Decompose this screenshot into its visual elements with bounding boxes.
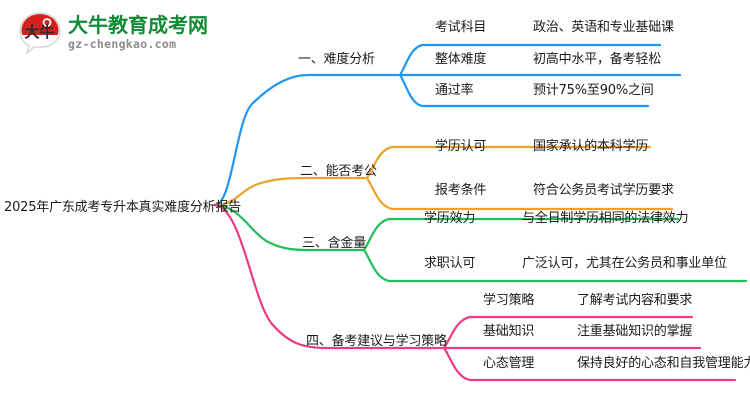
leaf-key-3-1[interactable]: 学历效力 xyxy=(424,211,476,226)
leaf-key-1-2[interactable]: 整体难度 xyxy=(435,52,487,67)
logo-brand-name: 大牛教育成考网 xyxy=(68,13,208,38)
logo-text-block: 大牛教育成考网 gz-chengkao.com xyxy=(68,15,208,51)
leaf-key-4-1[interactable]: 学习策略 xyxy=(483,293,535,308)
leaf-value-3-2[interactable]: 广泛认可，尤其在公务员和事业单位 xyxy=(522,256,727,271)
leaf-key-2-2[interactable]: 报考条件 xyxy=(435,183,487,198)
leaf-value-4-3[interactable]: 保持良好的心态和自我管理能力 xyxy=(577,356,750,371)
root-node-label[interactable]: 2025年广东成考专升本真实难度分析报告 xyxy=(4,200,242,215)
branch-label-3[interactable]: 三、含金量 xyxy=(302,236,367,251)
leaf-key-1-1[interactable]: 考试科目 xyxy=(435,20,487,35)
leaf-value-1-2[interactable]: 初高中水平，备考轻松 xyxy=(533,52,662,67)
site-logo: 大牛 大牛教育成考网 gz-chengkao.com xyxy=(18,8,208,58)
leaf-key-4-3[interactable]: 心态管理 xyxy=(483,356,535,371)
leaf-value-1-3[interactable]: 预计75%至90%之间 xyxy=(533,83,654,98)
daniu-bull-speech-bubble-logo-icon: 大牛 xyxy=(18,11,62,55)
leaf-key-4-2[interactable]: 基础知识 xyxy=(483,324,535,339)
branch-label-4[interactable]: 四、备考建议与学习策略 xyxy=(306,334,447,349)
branch-4-connectors xyxy=(213,203,737,382)
svg-text:大牛: 大牛 xyxy=(24,23,54,41)
branch-1-connectors xyxy=(213,43,682,207)
leaf-value-2-1[interactable]: 国家承认的本科学历 xyxy=(533,139,649,154)
leaf-key-1-3[interactable]: 通过率 xyxy=(435,83,474,98)
leaf-key-3-2[interactable]: 求职认可 xyxy=(424,256,476,271)
leaf-value-3-1[interactable]: 与全日制学历相同的法律效力 xyxy=(522,211,689,226)
leaf-value-4-2[interactable]: 注重基础知识的掌握 xyxy=(577,324,693,339)
leaf-value-2-2[interactable]: 符合公务员考试学历要求 xyxy=(533,183,674,198)
leaf-value-4-1[interactable]: 了解考试内容和要求 xyxy=(577,293,693,308)
branch-label-1[interactable]: 一、难度分析 xyxy=(298,52,375,67)
leaf-key-2-1[interactable]: 学历认可 xyxy=(435,139,487,154)
branch-3-connectors xyxy=(213,203,748,283)
leaf-value-1-1[interactable]: 政治、英语和专业基础课 xyxy=(533,20,674,35)
logo-brand-url: gz-chengkao.com xyxy=(68,37,177,52)
branch-label-2[interactable]: 二、能否考公 xyxy=(300,164,377,179)
branch-2-connectors xyxy=(213,145,674,211)
